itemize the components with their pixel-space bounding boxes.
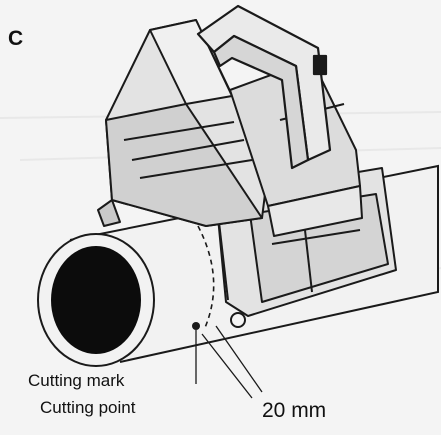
cutting-mark-line [197,225,215,331]
machine-upper-housing [97,19,269,227]
leader-lines [195,325,263,399]
figure-letter: C [8,27,24,50]
cutting-point-label: Cutting point [40,398,136,417]
distance-label: 20 mm [262,399,327,422]
cutting-mark-label: Cutting mark [28,371,125,390]
cutting-point-dot [192,322,200,330]
pipe-opening [51,246,141,354]
handle [196,4,332,170]
